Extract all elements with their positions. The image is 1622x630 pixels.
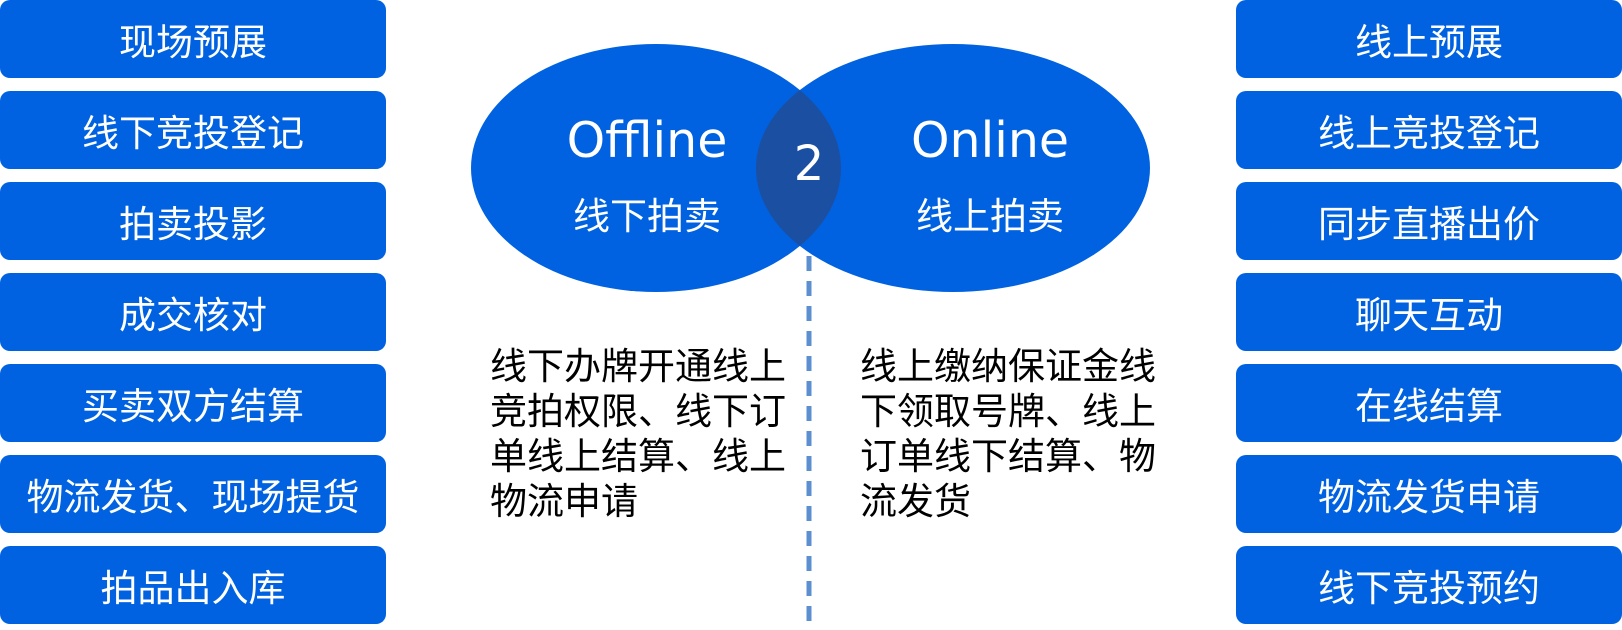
online-feature-box: 在线结算 xyxy=(1236,364,1622,442)
offline-feature-label: 成交核对 xyxy=(119,294,267,337)
online-feature-label: 同步直播出价 xyxy=(1318,203,1540,246)
offline-description: 线下办牌开通线上竞拍权限、线下订单线上结算、线上物流申请 xyxy=(490,345,786,523)
online-feature-label: 线上竞投登记 xyxy=(1318,112,1540,155)
offline-feature-label: 物流发货、现场提货 xyxy=(26,476,360,519)
online-feature-box: 同步直播出价 xyxy=(1236,182,1622,260)
online-title: Online xyxy=(910,112,1070,169)
online-feature-label: 聊天互动 xyxy=(1355,294,1503,337)
online-feature-box: 线上预展 xyxy=(1236,0,1622,78)
online-description: 线上缴纳保证金线下领取号牌、线上订单线下结算、物流发货 xyxy=(860,345,1156,523)
online-feature-box: 聊天互动 xyxy=(1236,273,1622,351)
offline-feature-box: 买卖双方结算 xyxy=(0,364,386,442)
offline-feature-box: 拍品出入库 xyxy=(0,546,386,624)
offline-feature-box: 现场预展 xyxy=(0,0,386,78)
online-ellipse xyxy=(756,44,1150,292)
offline-feature-box: 拍卖投影 xyxy=(0,182,386,260)
online-feature-box: 物流发货申请 xyxy=(1236,455,1622,533)
online-feature-label: 线下竞投预约 xyxy=(1318,567,1540,610)
online-feature-label: 物流发货申请 xyxy=(1318,476,1540,519)
offline-feature-label: 现场预展 xyxy=(119,21,267,64)
online-feature-box: 线下竞投预约 xyxy=(1236,546,1622,624)
offline-title: Offline xyxy=(566,112,728,169)
offline-feature-box: 线下竞投登记 xyxy=(0,91,386,169)
offline-feature-label: 拍品出入库 xyxy=(100,567,286,610)
offline-feature-box: 物流发货、现场提货 xyxy=(0,455,386,533)
offline-feature-label: 线下竞投登记 xyxy=(82,112,304,155)
offline-feature-box: 成交核对 xyxy=(0,273,386,351)
offline-feature-label: 买卖双方结算 xyxy=(82,385,304,428)
offline-feature-label: 拍卖投影 xyxy=(119,203,267,246)
offline-ellipse xyxy=(471,44,841,292)
online-subtitle: 线上拍卖 xyxy=(916,195,1064,238)
offline-subtitle: 线下拍卖 xyxy=(573,195,721,238)
online-feature-label: 线上预展 xyxy=(1355,21,1503,64)
overlap-number: 2 xyxy=(793,136,825,192)
online-feature-box: 线上竞投登记 xyxy=(1236,91,1622,169)
online-feature-label: 在线结算 xyxy=(1355,385,1503,428)
